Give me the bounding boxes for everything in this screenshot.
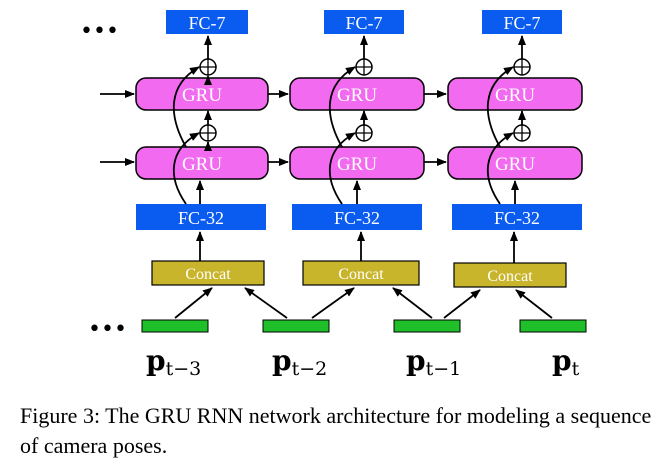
skip-connection-arrow bbox=[172, 132, 200, 205]
concat-label: Concat bbox=[185, 266, 231, 283]
arrow-pose-to-concat bbox=[515, 289, 553, 319]
gru-top-label: GRU bbox=[495, 85, 535, 106]
plus-glyph bbox=[514, 59, 530, 75]
pose-label-t-minus-1: pt−1 bbox=[406, 344, 461, 380]
gru-bottom-label: GRU bbox=[182, 154, 222, 175]
fc7-box bbox=[482, 10, 562, 34]
gru-top-label: GRU bbox=[337, 85, 377, 106]
concat-box bbox=[453, 262, 567, 288]
arrow-pose-to-concat bbox=[443, 289, 481, 319]
fc32-label: FC-32 bbox=[334, 208, 380, 228]
plus-glyph bbox=[356, 59, 372, 75]
gru-top-label: GRU bbox=[182, 85, 222, 106]
pose-symbol: p bbox=[552, 344, 572, 377]
fc7-box bbox=[324, 10, 404, 34]
figure-caption: Figure 3: The GRU RNN network architectu… bbox=[20, 403, 652, 458]
gru-bottom-box bbox=[135, 146, 269, 180]
arrow-pose-to-concat bbox=[311, 287, 355, 319]
gru-top-box bbox=[447, 77, 583, 111]
plus-glyph bbox=[356, 125, 372, 141]
gru-bottom-label: GRU bbox=[495, 154, 535, 175]
fc32-label: FC-32 bbox=[178, 208, 224, 228]
pose-label-t-minus-2: pt−2 bbox=[272, 344, 327, 380]
plus-glyph bbox=[514, 125, 530, 141]
pose-symbol: p bbox=[406, 344, 426, 377]
pose-bar bbox=[262, 319, 330, 333]
fc7-label: FC-7 bbox=[188, 13, 225, 33]
plus-glyph bbox=[200, 125, 216, 141]
fc7-box bbox=[166, 10, 248, 34]
fc7-label: FC-7 bbox=[503, 13, 540, 33]
skip-connection-arrow bbox=[486, 132, 514, 205]
pose-label-t-minus-3: pt−3 bbox=[146, 344, 201, 380]
top-ellipsis: ••• bbox=[80, 19, 119, 44]
arrow-pose-to-concat bbox=[244, 287, 288, 319]
pose-subscript: t−1 bbox=[426, 358, 462, 380]
fc32-box bbox=[292, 204, 422, 230]
concat-box bbox=[151, 260, 265, 286]
pose-subscript: t−3 bbox=[166, 358, 202, 380]
skip-connection-arrow bbox=[486, 66, 514, 148]
pose-subscript: t bbox=[572, 358, 580, 380]
skip-connection-arrow bbox=[328, 132, 356, 205]
fc7-label: FC-7 bbox=[345, 13, 382, 33]
gru-bottom-box bbox=[447, 146, 583, 180]
plus-glyph bbox=[200, 59, 216, 75]
pose-subscript: t−2 bbox=[292, 358, 328, 380]
gru-architecture-diagram: ••• ••• FC-7 GRU GRU FC-32 Concat FC-7 G… bbox=[80, 10, 587, 380]
arrow-pose-to-concat bbox=[392, 287, 433, 319]
bottom-ellipsis: ••• bbox=[88, 317, 127, 342]
pose-symbol: p bbox=[146, 344, 166, 377]
fc32-box bbox=[136, 204, 266, 230]
gru-bottom-label: GRU bbox=[337, 154, 377, 175]
pose-bar bbox=[519, 319, 587, 333]
arrow-pose-to-concat bbox=[174, 287, 213, 319]
skip-connection-arrow bbox=[328, 66, 356, 148]
column-2: FC-7 GRU GRU FC-32 Concat bbox=[289, 10, 425, 286]
skip-connection-arrow bbox=[172, 66, 200, 148]
concat-label: Concat bbox=[338, 266, 384, 283]
pose-bar bbox=[141, 319, 209, 333]
pose-label-t: pt bbox=[552, 344, 580, 380]
fc32-box bbox=[452, 204, 582, 230]
fc32-label: FC-32 bbox=[494, 208, 540, 228]
column-1: FC-7 GRU GRU FC-32 Concat bbox=[135, 10, 269, 286]
concat-label: Concat bbox=[487, 268, 533, 285]
pose-bar bbox=[393, 319, 461, 333]
column-3: FC-7 GRU GRU FC-32 Concat bbox=[447, 10, 583, 288]
pose-symbol: p bbox=[272, 344, 292, 377]
concat-box bbox=[302, 260, 420, 286]
gru-bottom-box bbox=[289, 146, 425, 180]
